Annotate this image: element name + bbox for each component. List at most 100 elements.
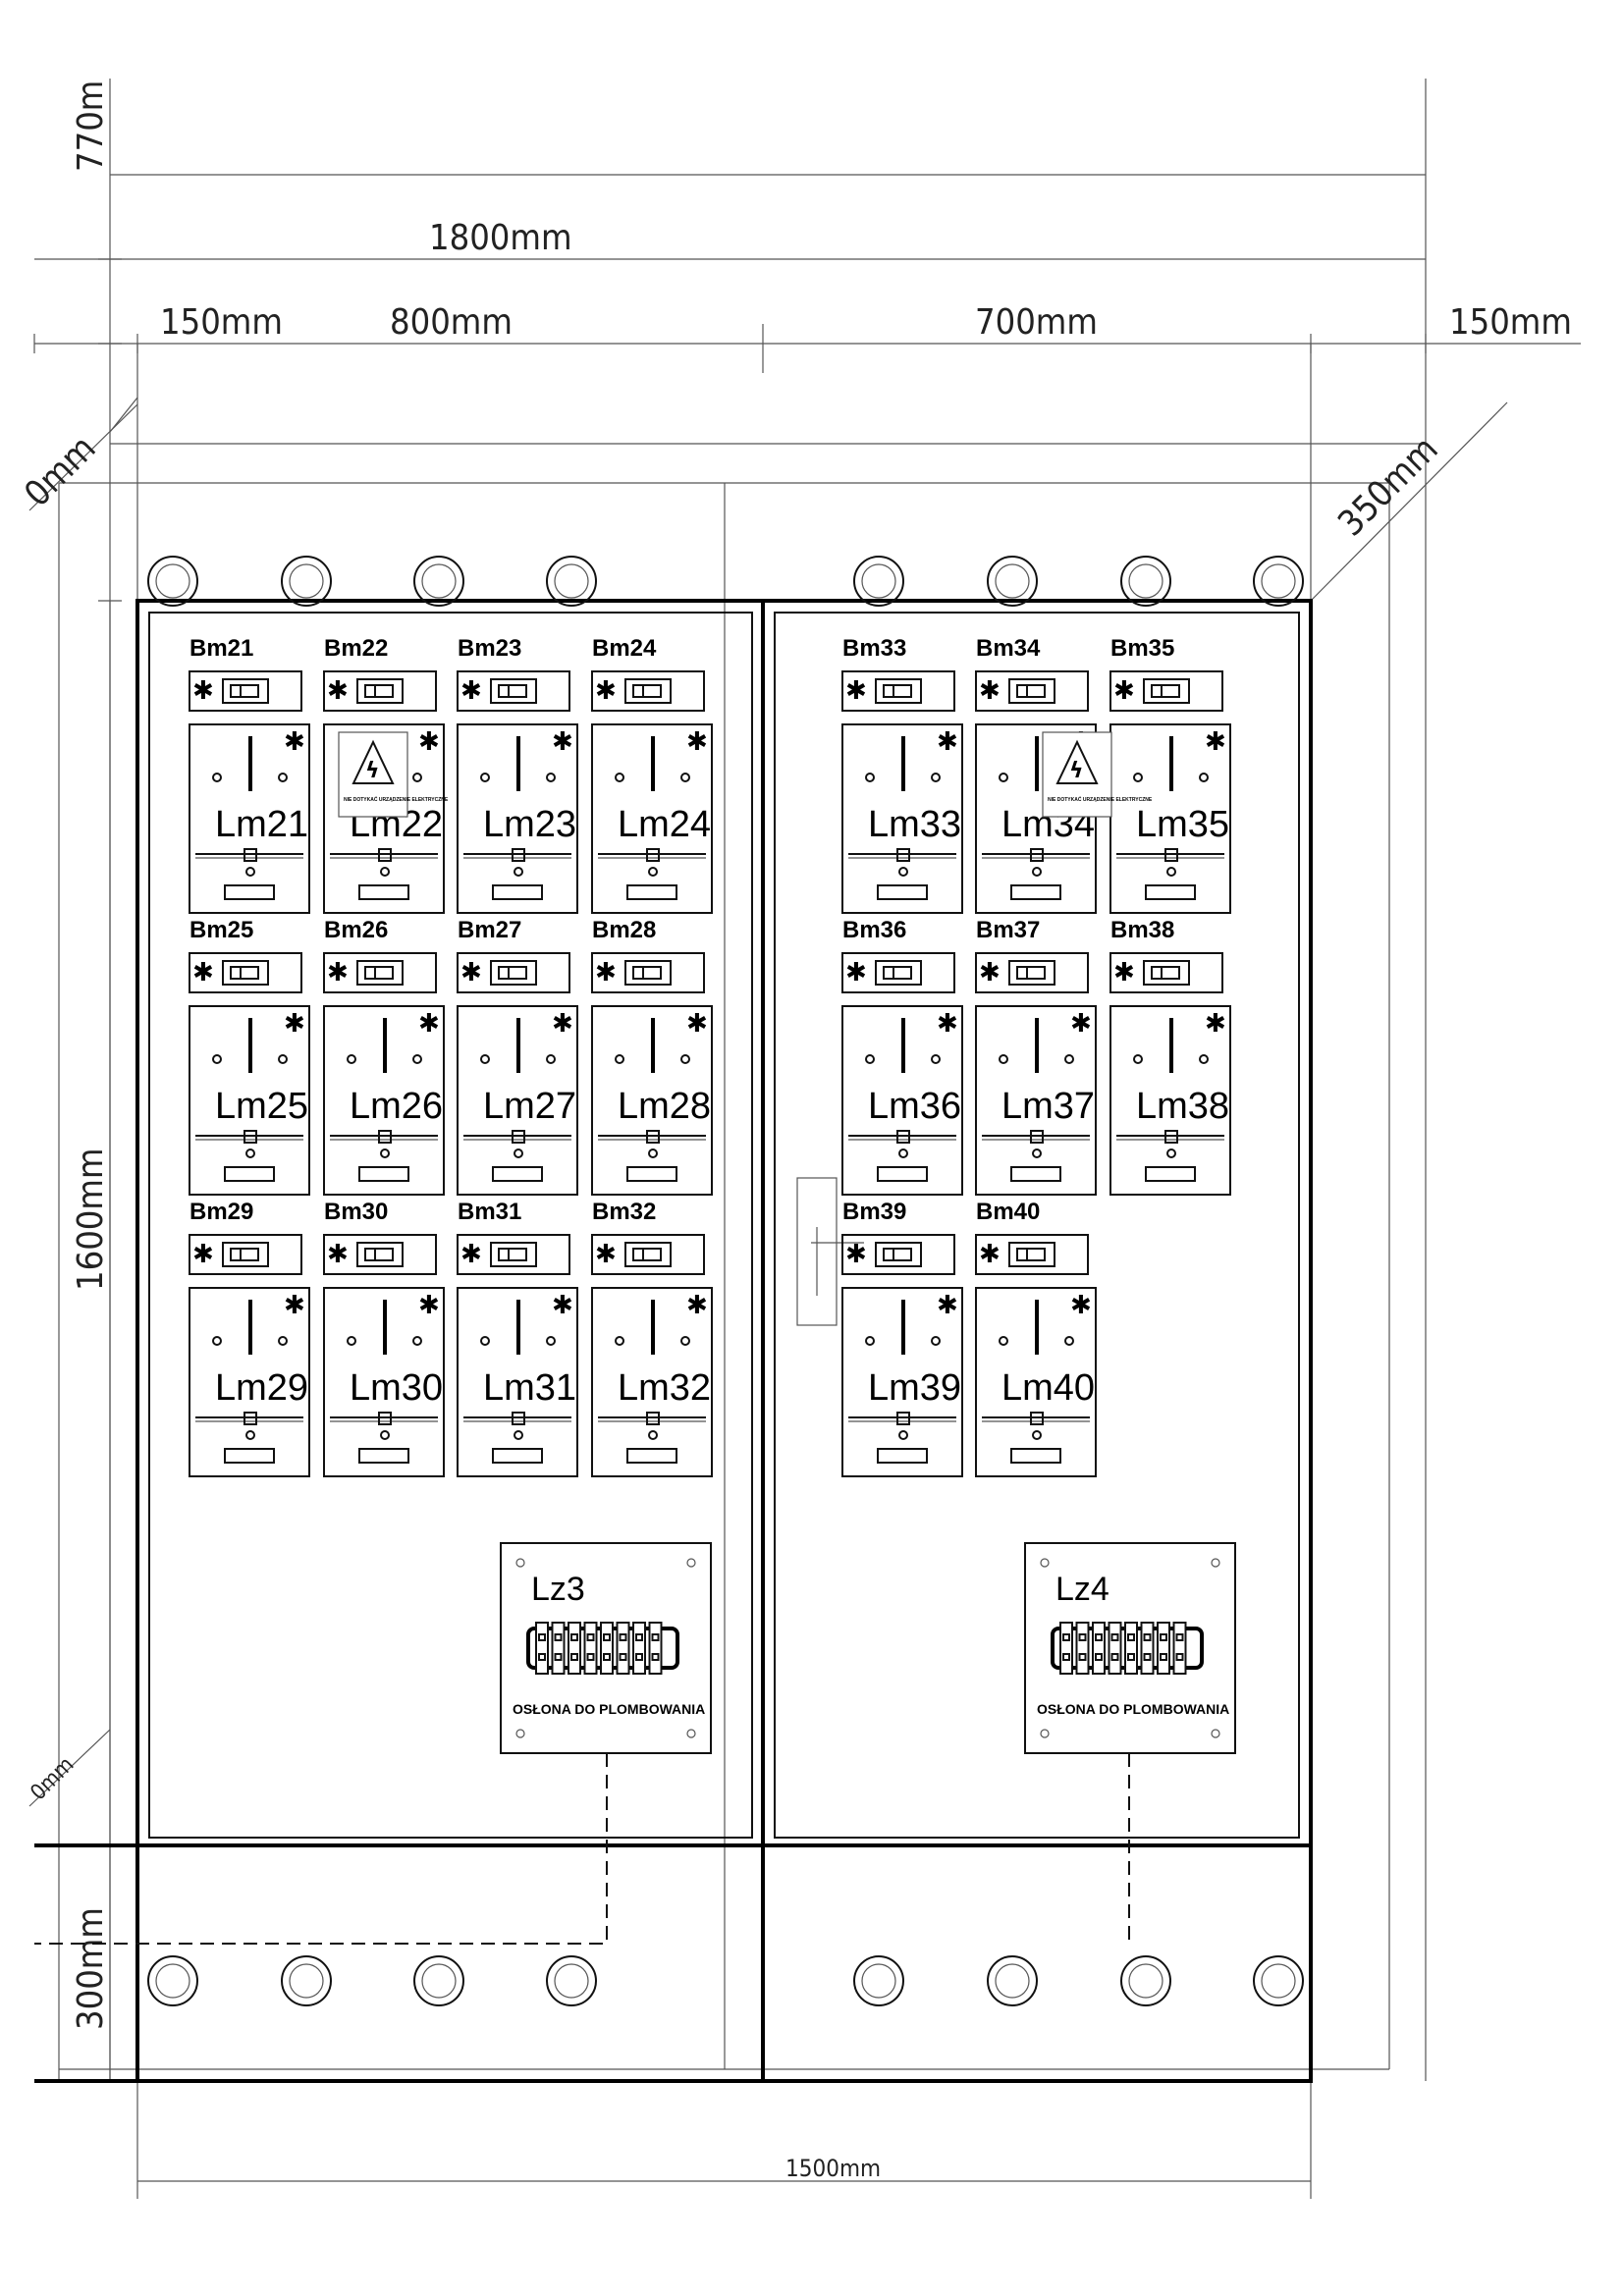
asterisk-icon: ✱ [327,1240,349,1269]
dim-300: 300mm [71,1907,111,2030]
terminal-label-lz4: Lz4 [1055,1571,1109,1608]
dim-diag-lower: 0mm [27,1752,80,1805]
meter-label: Lm24 [618,804,711,845]
terminal-caption-right: OSŁONA DO PLOMBOWANIA [1037,1701,1229,1717]
top-lifting-eyes [147,556,1304,607]
breaker-switch-icon [356,678,404,704]
meter-box [975,1005,1097,1196]
meter-label: Lm40 [1001,1367,1095,1409]
bottom-fixing-holes [147,1955,1304,2006]
breaker-switch-icon [875,1242,922,1267]
meter-box [457,1287,578,1477]
dim-700: 700mm [975,302,1098,343]
breaker-box [975,670,1089,712]
svg-text:ϟ: ϟ [365,759,380,783]
breaker-box [591,670,705,712]
fixing-hole [281,1955,332,2006]
breaker-switch-icon [1008,960,1055,986]
asterisk-icon: ✱ [552,1009,573,1039]
terminal-caption-left: OSŁONA DO PLOMBOWANIA [513,1701,705,1717]
breaker-switch-icon [222,678,269,704]
lifting-eye [1120,556,1171,607]
asterisk-icon: ✱ [192,958,214,988]
meter-module: Bm33✱✱Lm33 [841,635,963,914]
meter-box [591,1005,713,1196]
breaker-switch-icon [222,960,269,986]
meter-box [841,723,963,914]
meter-module: Bm27 ✱ ✱ Lm27 [457,917,578,1196]
breaker-box [975,952,1089,993]
asterisk-icon: ✱ [284,1009,305,1039]
breaker-box [591,952,705,993]
breaker-box [1109,670,1223,712]
asterisk-icon: ✱ [845,1240,867,1269]
meter-module: Bm40✱✱Lm40 [975,1199,1097,1477]
meter-module: Bm35✱✱Lm35 [1109,635,1231,914]
fixing-hole [546,1955,597,2006]
asterisk-icon: ✱ [460,958,482,988]
breaker-box [457,670,570,712]
asterisk-icon: ✱ [327,676,349,706]
breaker-label: Bm26 [324,917,388,943]
breaker-label: Bm38 [1110,917,1174,943]
terminal-block-right: Lz4 OSŁONA DO PLOMBOWANIA [1024,1542,1236,1754]
asterisk-icon: ✱ [1205,727,1226,757]
fixing-hole [147,1955,198,2006]
fixing-hole [853,1955,904,2006]
breaker-label: Bm31 [458,1199,521,1225]
meter-label: Lm32 [618,1367,711,1409]
meter-label: Lm36 [868,1086,961,1127]
meter-box [323,1005,445,1196]
dim-diag-left: 0mm [17,428,103,514]
breaker-label: Bm27 [458,917,521,943]
meter-module: Bm23✱✱Lm23 [457,635,578,914]
breaker-label: Bm37 [976,917,1040,943]
meter-label: Lm21 [215,804,308,845]
left-meter-modules: Bm21✱✱Lm21Bm22✱✱Lm22Bm23✱✱Lm23Bm24✱✱Lm24… [189,635,713,1477]
lifting-eye [546,556,597,607]
breaker-box [841,952,955,993]
asterisk-icon: ✱ [418,727,440,757]
meter-label: Lm28 [618,1086,711,1127]
breaker-box [457,1234,570,1275]
breaker-label: Bm23 [458,635,521,662]
asterisk-icon: ✱ [845,676,867,706]
asterisk-icon: ✱ [327,958,349,988]
meter-label: Lm27 [483,1086,576,1127]
dim-770: 770m [71,80,111,172]
breaker-box [323,1234,437,1275]
breaker-label: Bm35 [1110,635,1174,662]
breaker-switch-icon [1008,678,1055,704]
breaker-switch-icon [875,960,922,986]
asterisk-icon: ✱ [595,958,617,988]
breaker-switch-icon [356,1242,404,1267]
breaker-label: Bm40 [976,1199,1040,1225]
breaker-switch-icon [875,678,922,704]
lifting-eye [413,556,464,607]
meter-module: Bm37✱✱Lm37 [975,917,1097,1196]
meter-module: Bm25✱✱Lm25 [189,917,310,1196]
breaker-switch-icon [624,678,672,704]
meter-label: Lm29 [215,1367,308,1409]
breaker-switch-icon [490,1242,537,1267]
meter-module: Bm36✱✱Lm36 [841,917,963,1196]
meter-box [189,1287,310,1477]
terminal-block-left: Lz3 OSŁONA DO PLOMBOWANIA [500,1542,712,1754]
meter-box [975,1287,1097,1477]
svg-text:ϟ: ϟ [1069,759,1084,783]
asterisk-icon: ✱ [1113,676,1135,706]
meter-label: Lm25 [215,1086,308,1127]
fixing-hole [1253,1955,1304,2006]
dim-1800: 1800mm [429,218,572,258]
asterisk-icon: ✱ [937,1291,958,1320]
asterisk-icon: ✱ [686,1291,708,1320]
breaker-box [975,1234,1089,1275]
dim-1500: 1500mm [785,2155,881,2182]
asterisk-icon: ✱ [192,676,214,706]
meter-box [1109,1005,1231,1196]
breaker-label: Bm32 [592,1199,656,1225]
cabinet-body [34,599,1313,2083]
breaker-box [189,952,302,993]
breaker-switch-icon [490,960,537,986]
breaker-switch-icon [624,1242,672,1267]
